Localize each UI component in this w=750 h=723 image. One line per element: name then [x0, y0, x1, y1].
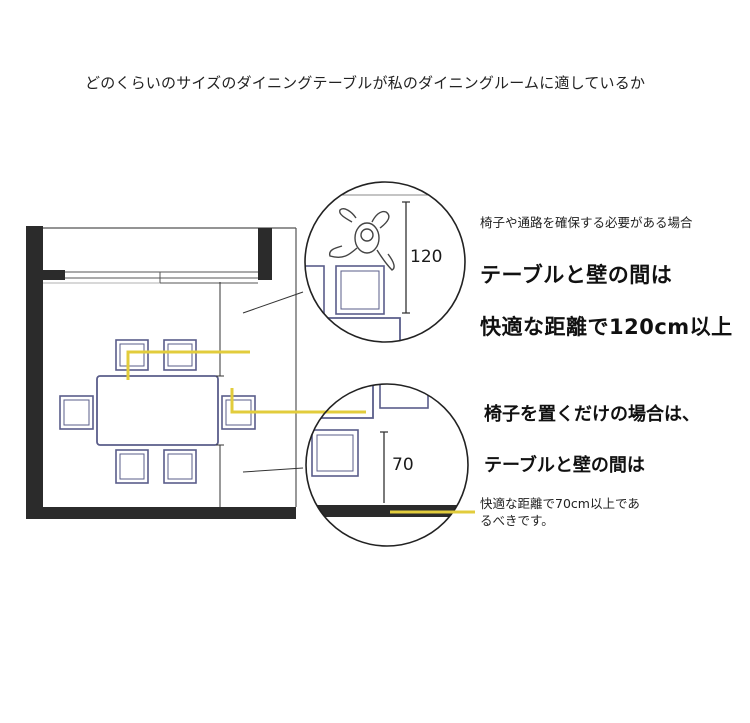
- bottom-note-line2: るべきです。: [480, 513, 554, 528]
- dimension-label-70: 70: [392, 455, 414, 475]
- person-icon: [328, 208, 395, 271]
- top-caption: 椅子や通路を確保する必要がある場合: [480, 215, 693, 230]
- chair-top-left: [115, 339, 149, 371]
- dimension-label-120: 120: [410, 247, 443, 267]
- chair-bottom-right: [163, 449, 197, 484]
- page-title: どのくらいのサイズのダイニングテーブルが私のダイニングルームに適しているか: [85, 74, 646, 92]
- window-sill-left: [43, 270, 65, 280]
- chair-bottom-left: [115, 449, 149, 484]
- chair-left: [59, 395, 94, 430]
- bottom-note-line1: 快適な距離で70cm以上であ: [480, 496, 640, 511]
- magnifier-top: [304, 181, 466, 343]
- highlight-middle: [230, 388, 366, 414]
- bottom-callout-line2: テーブルと壁の間は: [484, 455, 645, 476]
- magnifier-bottom: [305, 383, 475, 547]
- leader-line-bottom: [242, 467, 304, 473]
- chair-top-right: [163, 339, 197, 371]
- bottom-wall: [26, 507, 296, 519]
- wall-pillar: [258, 228, 272, 280]
- top-callout-line2: 快適な距離で120cm以上: [480, 315, 733, 339]
- highlight-top: [126, 350, 250, 380]
- dining-table: [96, 375, 219, 446]
- floor-plan: [26, 226, 366, 519]
- bottom-callout-line1: 椅子を置くだけの場合は、: [484, 404, 700, 425]
- top-callout-line1: テーブルと壁の間は: [480, 263, 673, 287]
- leader-line-top: [242, 291, 304, 314]
- left-wall: [26, 226, 43, 519]
